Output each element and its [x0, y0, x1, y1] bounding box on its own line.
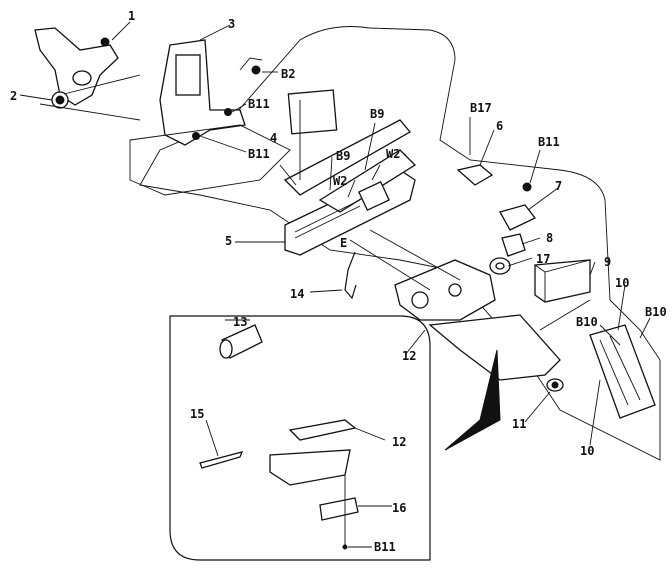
- inset-detail-box: [169, 315, 431, 561]
- central-mechanism: [349, 229, 561, 381]
- label-9: 9: [604, 255, 611, 269]
- label-b2: B2: [281, 67, 295, 81]
- screw-b17-right: [522, 182, 532, 192]
- part-5-main-board: [284, 149, 417, 256]
- part-3-arm-bracket: [159, 39, 246, 146]
- label-1: 1: [128, 9, 135, 23]
- label-15: 15: [190, 407, 204, 421]
- part-13-motor: [219, 324, 263, 359]
- part-14-wire: [344, 251, 357, 300]
- leader-lines: [19, 21, 651, 548]
- label-b9-a: B9: [370, 107, 384, 121]
- label-b9-b: B9: [336, 149, 350, 163]
- part-1-bracket: [34, 27, 141, 106]
- label-e: E: [340, 236, 347, 250]
- label-7: 7: [555, 179, 562, 193]
- label-6: 6: [496, 119, 503, 133]
- label-b11-d: B11: [374, 540, 396, 554]
- label-12-b: 12: [392, 435, 406, 449]
- label-17: 17: [536, 252, 550, 266]
- label-12-a: 12: [402, 349, 416, 363]
- label-14: 14: [290, 287, 304, 301]
- label-b11-b: B11: [248, 147, 270, 161]
- label-5: 5: [225, 234, 232, 248]
- screw-b2: [239, 57, 263, 75]
- label-10-b: 10: [580, 444, 594, 458]
- label-8: 8: [546, 231, 553, 245]
- label-13: 13: [233, 315, 247, 329]
- part-11-pulley: [546, 378, 564, 392]
- part-2-knob: [39, 91, 141, 121]
- label-b10-a: B10: [645, 305, 667, 319]
- label-w2-b: W2: [333, 174, 347, 188]
- inset-callout-wedge: [444, 349, 501, 451]
- base-plate: [129, 124, 291, 196]
- label-2: 2: [10, 89, 17, 103]
- label-3: 3: [228, 17, 235, 31]
- inset-parts: [199, 419, 359, 550]
- label-b10-b: B10: [576, 315, 598, 329]
- label-10-a: 10: [615, 276, 629, 290]
- label-b11-c: B11: [538, 135, 560, 149]
- part-7-plate: [499, 204, 537, 231]
- part-10-rail: [589, 324, 656, 419]
- label-w2-a: W2: [386, 147, 400, 161]
- label-4: 4: [270, 131, 277, 145]
- part-labels: 1 2 3 B2 B11 B11 4 5 B17 6 B11 7 8 17 9 …: [10, 9, 667, 554]
- part-4-board: [283, 89, 411, 196]
- assembly-outline: [139, 26, 661, 461]
- label-b11-a: B11: [248, 97, 270, 111]
- part-17-roller: [489, 257, 511, 275]
- part-9-box: [534, 259, 591, 303]
- label-b17-a: B17: [470, 101, 492, 115]
- label-11: 11: [512, 417, 526, 431]
- part-6-clip: [456, 164, 494, 186]
- label-16: 16: [392, 501, 406, 515]
- part-8-block: [501, 233, 526, 257]
